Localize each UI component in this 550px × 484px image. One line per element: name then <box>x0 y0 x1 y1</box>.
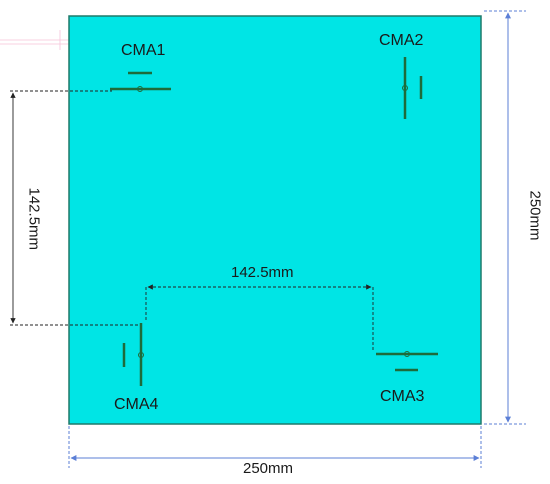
marker-cma3 <box>376 351 438 372</box>
marker-cma4 <box>122 323 144 386</box>
marker-cma1 <box>110 71 171 92</box>
marker-cma1-center <box>137 86 143 92</box>
marker-cma4-center <box>138 352 144 358</box>
marker-cma1-label: CMA1 <box>121 42 166 59</box>
panel-width-label: 250mm <box>243 460 294 477</box>
marker-cma2-center <box>402 85 408 91</box>
dimension-panel-width <box>68 426 482 468</box>
marker-cma4-label: CMA4 <box>114 396 159 413</box>
dimension-panel-height <box>484 10 526 425</box>
vertical-spacing-label: 142.5mm <box>25 187 43 251</box>
panel-height-label: 250mm <box>526 190 544 241</box>
horizontal-spacing-label: 142.5mm <box>231 264 294 281</box>
marker-cma2 <box>402 57 423 119</box>
dimension-horizontal-spacing <box>145 284 374 350</box>
panel-square <box>68 15 482 425</box>
marker-cma3-center <box>404 351 410 357</box>
dimension-vertical-spacing <box>10 90 138 326</box>
marker-cma3-label: CMA3 <box>380 388 425 405</box>
marker-cma2-label: CMA2 <box>379 32 424 49</box>
